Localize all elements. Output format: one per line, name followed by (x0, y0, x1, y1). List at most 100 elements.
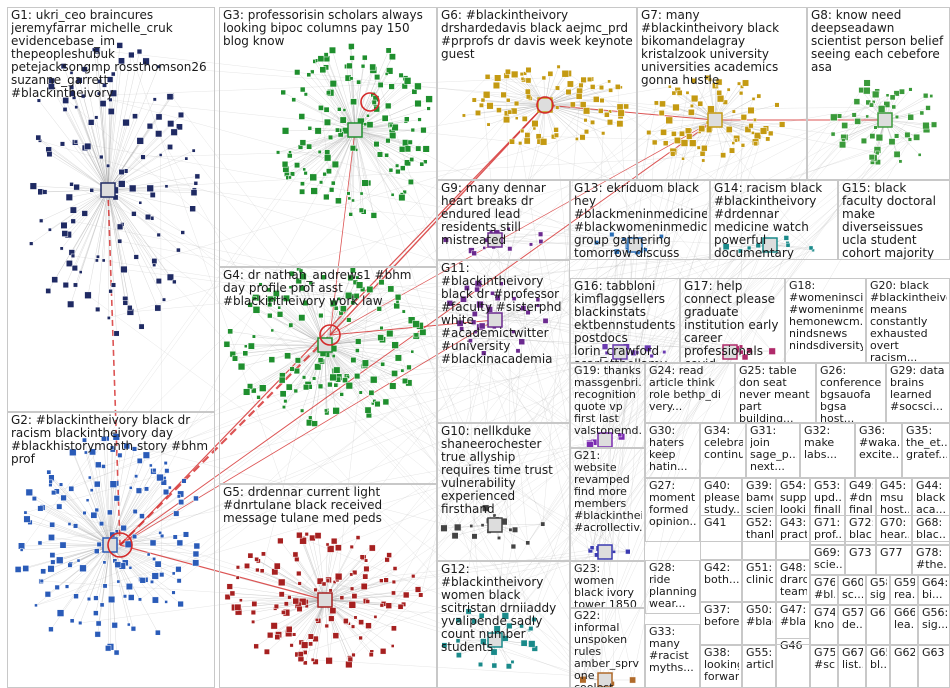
group-box-g36: G36: #waka... excite... (855, 423, 902, 478)
group-label-g40: G40: please study... (704, 480, 739, 516)
group-box-g50: G50: #blac... (742, 602, 776, 645)
group-label-g13: G13: ekriduom black hey #blackmeninmedic… (574, 182, 707, 260)
group-box-g78: G78: #the... (912, 545, 950, 575)
group-box-g68: G68: blac... (912, 515, 950, 545)
group-box-g69: G69: scie... (810, 545, 845, 575)
group-label-g51: G51: clinic... (746, 562, 773, 586)
group-label-g2: G2: #blackintheivory black dr racism bla… (11, 414, 212, 466)
group-box-g5: G5: drdennar current light #dnrtulane bl… (219, 484, 437, 688)
group-box-g6: G6: #blackintheivory drshardedavis black… (437, 7, 637, 180)
group-label-g65: G65: bl... (870, 647, 887, 671)
group-box-g12: G12: #blackintheivory women black scitri… (437, 561, 570, 688)
group-label-g34: G34: celebrate continue... (704, 425, 743, 461)
group-box-g38: G38: looking forwar... (700, 645, 742, 688)
group-box-g10: G10: nellkduke shaneerochester true ally… (437, 423, 570, 561)
group-label-g17: G17: help connect please graduate instit… (684, 280, 782, 363)
group-label-g26: G26: conference bgsauofa bgsa host... (820, 365, 883, 423)
group-box-g70: G70: hear... (876, 515, 912, 545)
group-label-g70: G70: hear... (880, 517, 909, 541)
group-label-g23: G23: women black ivory tower 1850 1954 p… (574, 563, 642, 608)
group-label-g35: G35: the_et... gratef... (906, 425, 947, 461)
group-label-g60: G60: sc... (842, 577, 863, 601)
group-label-g21: G21: website revamped find more members … (574, 450, 642, 534)
group-box-g34: G34: celebrate continue... (700, 423, 746, 478)
group-box-g2: G2: #blackintheivory black dr racism bla… (7, 412, 215, 688)
group-box-g25: G25: table don seat never meant part bui… (735, 363, 816, 423)
group-box-g24: G24: read article think role bethp_di ve… (645, 363, 735, 423)
group-box-g8: G8: know need deepseadawn scientist pers… (807, 7, 950, 180)
group-label-g56: G56: sig... (922, 607, 947, 631)
group-box-g1: G1: ukri_ceo braincures jeremyfarrar mic… (7, 7, 215, 412)
group-label-g41: G41 (704, 517, 739, 529)
group-label-g47: G47: #bla... (780, 604, 807, 628)
group-label-g63: G63 (922, 647, 947, 659)
group-label-g76: G76: #bl... (814, 577, 835, 601)
group-label-g77: G77 (880, 547, 909, 559)
group-box-g77: G77 (876, 545, 912, 575)
group-box-g64: G64: bi... (918, 575, 950, 605)
group-label-g5: G5: drdennar current light #dnrtulane bl… (223, 486, 434, 525)
group-label-g36: G36: #waka... excite... (859, 425, 899, 461)
group-label-g8: G8: know need deepseadawn scientist pers… (811, 9, 947, 74)
group-box-g59: G59: rea... (890, 575, 918, 605)
group-box-g42: G42: both... (700, 560, 742, 602)
group-label-g39: G39: bame scien... (746, 480, 773, 516)
group-label-g9: G9: many dennar heart breaks dr endured … (441, 182, 567, 247)
group-label-g1: G1: ukri_ceo braincures jeremyfarrar mic… (11, 9, 212, 100)
group-label-g12: G12: #blackintheivory women black scitri… (441, 563, 567, 654)
group-label-g7: G7: many #blackintheivory black bikomand… (641, 9, 804, 87)
group-box-g21: G21: website revamped find more members … (570, 448, 645, 561)
group-box-g57: G57: de... (838, 605, 866, 645)
group-box-g7: G7: many #blackintheivory black bikomand… (637, 7, 807, 180)
group-label-g14: G14: racism black #blackintheivory #drde… (714, 182, 835, 260)
group-label-g73: G73 (849, 547, 873, 559)
group-label-g66: G66: lea... (894, 607, 915, 631)
group-box-g48: G48: drard team (776, 560, 810, 602)
group-label-g53: G53: upd... finall... (814, 480, 842, 516)
group-label-g32: G32: make labs... (804, 425, 852, 461)
group-label-g48: G48: drard team (780, 562, 807, 598)
group-label-g3: G3: professorisin scholars always lookin… (223, 9, 434, 48)
group-box-g29: G29: data brains learned #socsci... (886, 363, 950, 423)
group-label-g20: G20: black #blackintheivo... means const… (870, 280, 947, 363)
group-label-g67: G67: list... (842, 647, 863, 671)
group-box-g33: G33: many #racist myths... (645, 624, 700, 688)
group-label-g11: G11: #blackintheivory black dr #professo… (441, 262, 567, 366)
group-label-g58: G58: sig... (870, 577, 887, 601)
group-label-g62: G62 (894, 647, 915, 659)
group-label-g49: G49: #dnr... finall... (849, 480, 873, 516)
group-box-g56: G56: sig... (918, 605, 950, 645)
group-box-g63: G63 (918, 645, 950, 688)
group-box-g27: G27: moment formed opinion... (645, 478, 700, 542)
group-label-g16: G16: tabbloni kimflaggsellers blackinsta… (574, 280, 677, 363)
group-box-g19: G19: thanks massgenbri... recognition qu… (570, 363, 645, 448)
group-box-g18: G18: #womeninscie... #womeninme... hemon… (785, 278, 866, 363)
group-label-g22: G22: informal unspoken rules amber_sprv … (574, 610, 642, 688)
group-box-g60: G60: sc... (838, 575, 866, 605)
group-box-g16: G16: tabbloni kimflaggsellers blackinsta… (570, 278, 680, 363)
group-box-g22: G22: informal unspoken rules amber_sprv … (570, 608, 645, 688)
group-label-g44: G44: black aca... (916, 480, 947, 516)
group-box-g55: G55: articl... (742, 645, 776, 688)
group-label-g25: G25: table don seat never meant part bui… (739, 365, 813, 423)
group-label-g78: G78: #the... (916, 547, 947, 571)
group-box-g11: G11: #blackintheivory black dr #professo… (437, 260, 570, 423)
group-box-g62: G62 (890, 645, 918, 688)
group-label-g37: G37: before... (704, 604, 739, 628)
group-label-g6: G6: #blackintheivory drshardedavis black… (441, 9, 634, 61)
group-box-g71: G71: prof... (810, 515, 845, 545)
group-box-g20: G20: black #blackintheivo... means const… (866, 278, 950, 363)
group-label-g54: G54: supp... looki... (780, 480, 807, 516)
group-box-g9: G9: many dennar heart breaks dr endured … (437, 180, 570, 260)
group-box-g41: G41 (700, 515, 742, 560)
group-box-g47: G47: #bla... (776, 602, 810, 645)
group-label-g64: G64: bi... (922, 577, 947, 601)
group-box-g35: G35: the_et... gratef... (902, 423, 950, 478)
group-box-g66: G66: lea... (890, 605, 918, 645)
group-label-g10: G10: nellkduke shaneerochester true ally… (441, 425, 567, 516)
group-box-g67: G67: list... (838, 645, 866, 688)
group-label-g28: G28: ride planning wear... (649, 562, 697, 610)
group-box-g65: G65: bl... (866, 645, 890, 688)
